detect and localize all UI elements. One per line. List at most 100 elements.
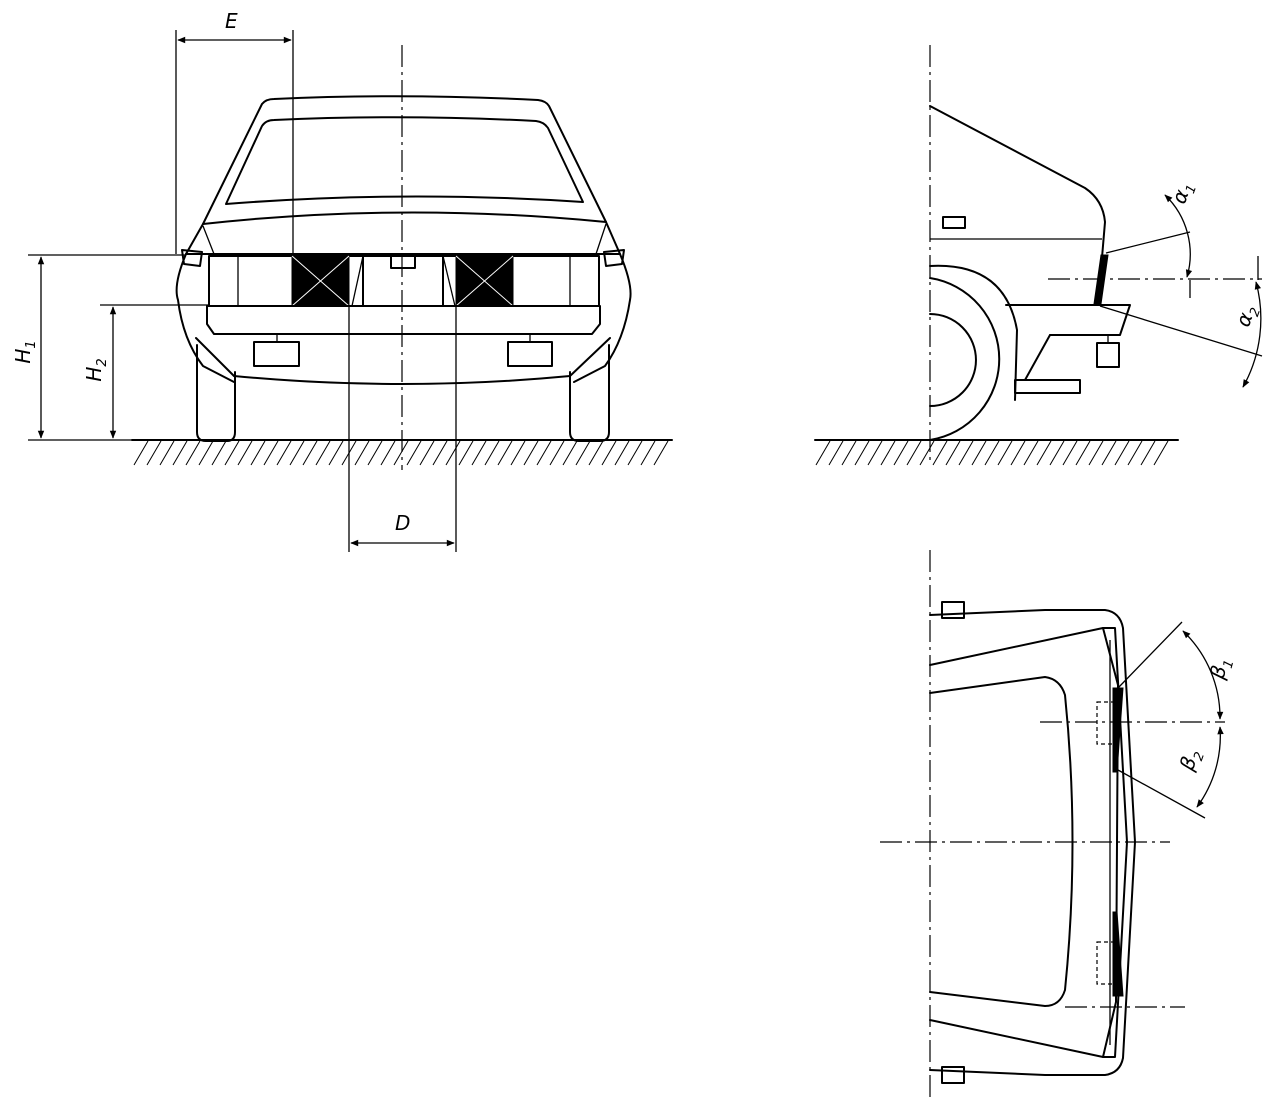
top-fog-lamp-upper <box>1096 701 1116 745</box>
ground-hatch-stroke <box>932 440 948 466</box>
ground-hatch-stroke <box>354 440 370 466</box>
side-wheel-arch <box>929 264 1018 401</box>
front-roof <box>202 95 607 225</box>
ground-hatch-stroke <box>1127 440 1143 466</box>
ground-hatch-stroke <box>1140 440 1156 466</box>
ground-hatch-stroke <box>185 440 201 466</box>
ground-hatch-stroke <box>854 440 870 466</box>
side-marker-right <box>603 249 625 267</box>
ground-hatch-stroke <box>549 440 565 466</box>
label-beta2: β2 <box>1174 746 1208 776</box>
ground-hatch-stroke <box>867 440 883 466</box>
ground-hatch-stroke <box>588 440 604 466</box>
ground-hatch-stroke <box>315 440 331 466</box>
front-grille <box>208 255 600 307</box>
front-lower-skirt <box>195 337 611 385</box>
ground-hatch-stroke <box>458 440 474 466</box>
ground-hatch-stroke <box>997 440 1013 466</box>
ground-hatch-stroke <box>841 440 857 466</box>
front-body-left <box>175 253 235 383</box>
front-body-right <box>573 253 632 383</box>
ground-hatch-stroke <box>575 440 591 466</box>
front-hood-crease-left <box>202 225 215 255</box>
ground-hatch-stroke <box>419 440 435 466</box>
ground-hatch-stroke <box>536 440 552 466</box>
ground-hatch-stroke <box>211 440 227 466</box>
ground-hatch-stroke <box>380 440 396 466</box>
top-body-outline <box>929 609 1136 1076</box>
side-ground-hatch <box>815 440 1169 466</box>
ground-hatch-stroke <box>471 440 487 466</box>
ground-hatch-stroke <box>653 440 669 466</box>
ground-hatch-stroke <box>224 440 240 466</box>
label-alpha1: α1 <box>1166 178 1200 208</box>
top-hood-inner <box>929 676 1074 1007</box>
side-view: α1 α2 <box>814 45 1264 466</box>
ground-hatch-stroke <box>1114 440 1130 466</box>
ground-hatch-stroke <box>172 440 188 466</box>
front-bumper <box>206 305 601 335</box>
ground-hatch-stroke <box>159 440 175 466</box>
top-bumper <box>1102 627 1128 1058</box>
ground-hatch-stroke <box>1101 440 1117 466</box>
ground-hatch-stroke <box>906 440 922 466</box>
ground-hatch-stroke <box>1010 440 1026 466</box>
side-spoiler <box>1014 379 1081 394</box>
ground-hatch-stroke <box>445 440 461 466</box>
ground-hatch-stroke <box>1088 440 1104 466</box>
ground-hatch-stroke <box>614 440 630 466</box>
front-emblem <box>390 255 416 269</box>
top-view: β1 β2 <box>880 550 1237 1100</box>
ground-hatch-stroke <box>523 440 539 466</box>
ground-hatch-stroke <box>1062 440 1078 466</box>
label-D: D <box>395 511 410 535</box>
ground-hatch-stroke <box>263 440 279 466</box>
ground-hatch-stroke <box>815 440 831 466</box>
top-hood-outline <box>929 627 1119 1058</box>
label-E: E <box>225 9 238 33</box>
ground-hatch-stroke <box>984 440 1000 466</box>
top-fog-lamp-lower <box>1096 941 1116 985</box>
ground-hatch-stroke <box>958 440 974 466</box>
ground-hatch-stroke <box>1023 440 1039 466</box>
label-alpha2: α2 <box>1230 301 1264 331</box>
ground-hatch-stroke <box>1075 440 1091 466</box>
ground-hatch-stroke <box>627 440 643 466</box>
ground-hatch-stroke <box>971 440 987 466</box>
ground-hatch-stroke <box>250 440 266 466</box>
side-hood <box>929 105 1106 306</box>
fog-lamp-right <box>507 341 553 367</box>
ground-hatch-stroke <box>510 440 526 466</box>
ground-hatch-stroke <box>1153 440 1169 466</box>
side-marker-left <box>181 249 203 267</box>
label-H2: H2 <box>82 358 110 381</box>
ground-hatch-stroke <box>640 440 656 466</box>
side-fog-lamp <box>1096 342 1120 368</box>
side-bumper <box>1005 304 1131 336</box>
front-hood-crease-right <box>595 223 607 255</box>
side-marker-lamp <box>942 216 966 229</box>
mirror-right <box>941 1066 965 1084</box>
ground-hatch-stroke <box>393 440 409 466</box>
headlamp-right <box>455 255 514 307</box>
mirror-left <box>941 601 965 619</box>
ground-hatch-stroke <box>367 440 383 466</box>
ground-hatch-stroke <box>133 440 149 466</box>
ground-hatch-stroke <box>497 440 513 466</box>
front-wheel-left <box>196 344 236 442</box>
ground-hatch-stroke <box>828 440 844 466</box>
ground-hatch-stroke <box>276 440 292 466</box>
ground-hatch-stroke <box>198 440 214 466</box>
ground-hatch-stroke <box>484 440 500 466</box>
label-H1: H1 <box>11 340 39 363</box>
ground-hatch-stroke <box>146 440 162 466</box>
front-windshield <box>225 116 584 205</box>
side-bumper-bracket <box>1024 334 1051 381</box>
ground-hatch-stroke <box>406 440 422 466</box>
ground-hatch-stroke <box>562 440 578 466</box>
ground-hatch-stroke <box>893 440 909 466</box>
fog-lamp-left <box>253 341 300 367</box>
ground-hatch-stroke <box>945 440 961 466</box>
ground-hatch-stroke <box>1036 440 1052 466</box>
